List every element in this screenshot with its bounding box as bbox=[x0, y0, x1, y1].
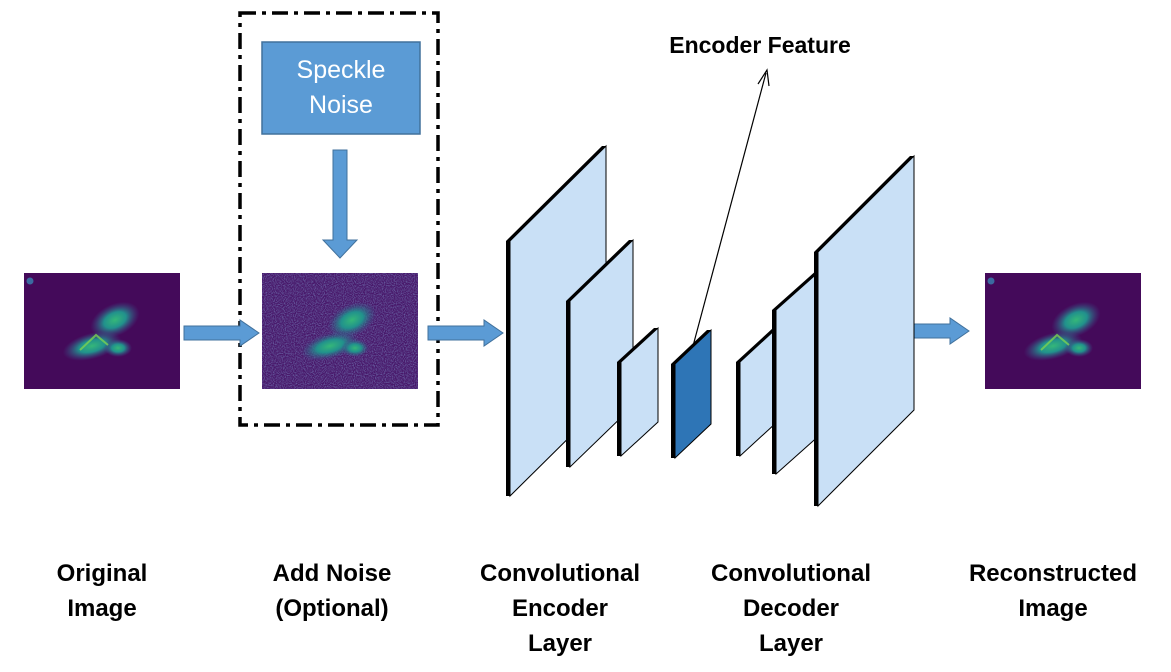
decoder-label-line2: Decoder bbox=[742, 595, 840, 622]
speckle-noise-line2: Noise bbox=[309, 91, 373, 119]
decoder-layer-3 bbox=[814, 154, 915, 508]
noisy-image bbox=[262, 273, 418, 389]
down-arrow-icon bbox=[321, 149, 359, 259]
decoder-layer-1 bbox=[736, 326, 778, 458]
encoder-feature-label: Encoder Feature bbox=[669, 32, 851, 58]
decoder-layer-label: Convolutional Decoder Layer bbox=[691, 556, 891, 661]
add-noise-label: Add Noise (Optional) bbox=[242, 556, 422, 626]
decoder-label-line3: Layer bbox=[758, 630, 824, 657]
decoder-label-line1: Convolutional bbox=[711, 560, 871, 587]
arrow-right-icon bbox=[183, 319, 260, 347]
speckle-noise-box bbox=[261, 41, 421, 135]
original-image bbox=[24, 273, 180, 389]
speckle-noise-line1: Speckle bbox=[296, 56, 386, 84]
original-label-line1: Original bbox=[56, 560, 148, 587]
reconstructed-label-line2: Image bbox=[1018, 595, 1088, 622]
encoder-layer-3 bbox=[617, 326, 659, 458]
add-noise-line2: (Optional) bbox=[275, 595, 389, 622]
encoder-label-line1: Convolutional bbox=[480, 560, 640, 587]
encoder-feature-pointer bbox=[692, 68, 770, 347]
encoder-layer-label: Convolutional Encoder Layer bbox=[460, 556, 660, 661]
reconstructed-label-line1: Reconstructed bbox=[968, 560, 1138, 587]
encoder-label-line2: Encoder bbox=[511, 595, 609, 622]
add-noise-line1: Add Noise bbox=[272, 560, 392, 587]
speckle-noise-label: Speckle Noise bbox=[262, 42, 420, 134]
arrow-right-icon bbox=[427, 319, 504, 347]
reconstructed-image-label: Reconstructed Image bbox=[953, 556, 1153, 626]
original-image-label: Original Image bbox=[22, 556, 182, 626]
optional-box bbox=[238, 11, 440, 427]
reconstructed-image bbox=[985, 273, 1141, 389]
encoder-label-line3: Layer bbox=[527, 630, 593, 657]
encoder-feature-block bbox=[671, 328, 712, 460]
original-label-line2: Image bbox=[67, 595, 137, 622]
